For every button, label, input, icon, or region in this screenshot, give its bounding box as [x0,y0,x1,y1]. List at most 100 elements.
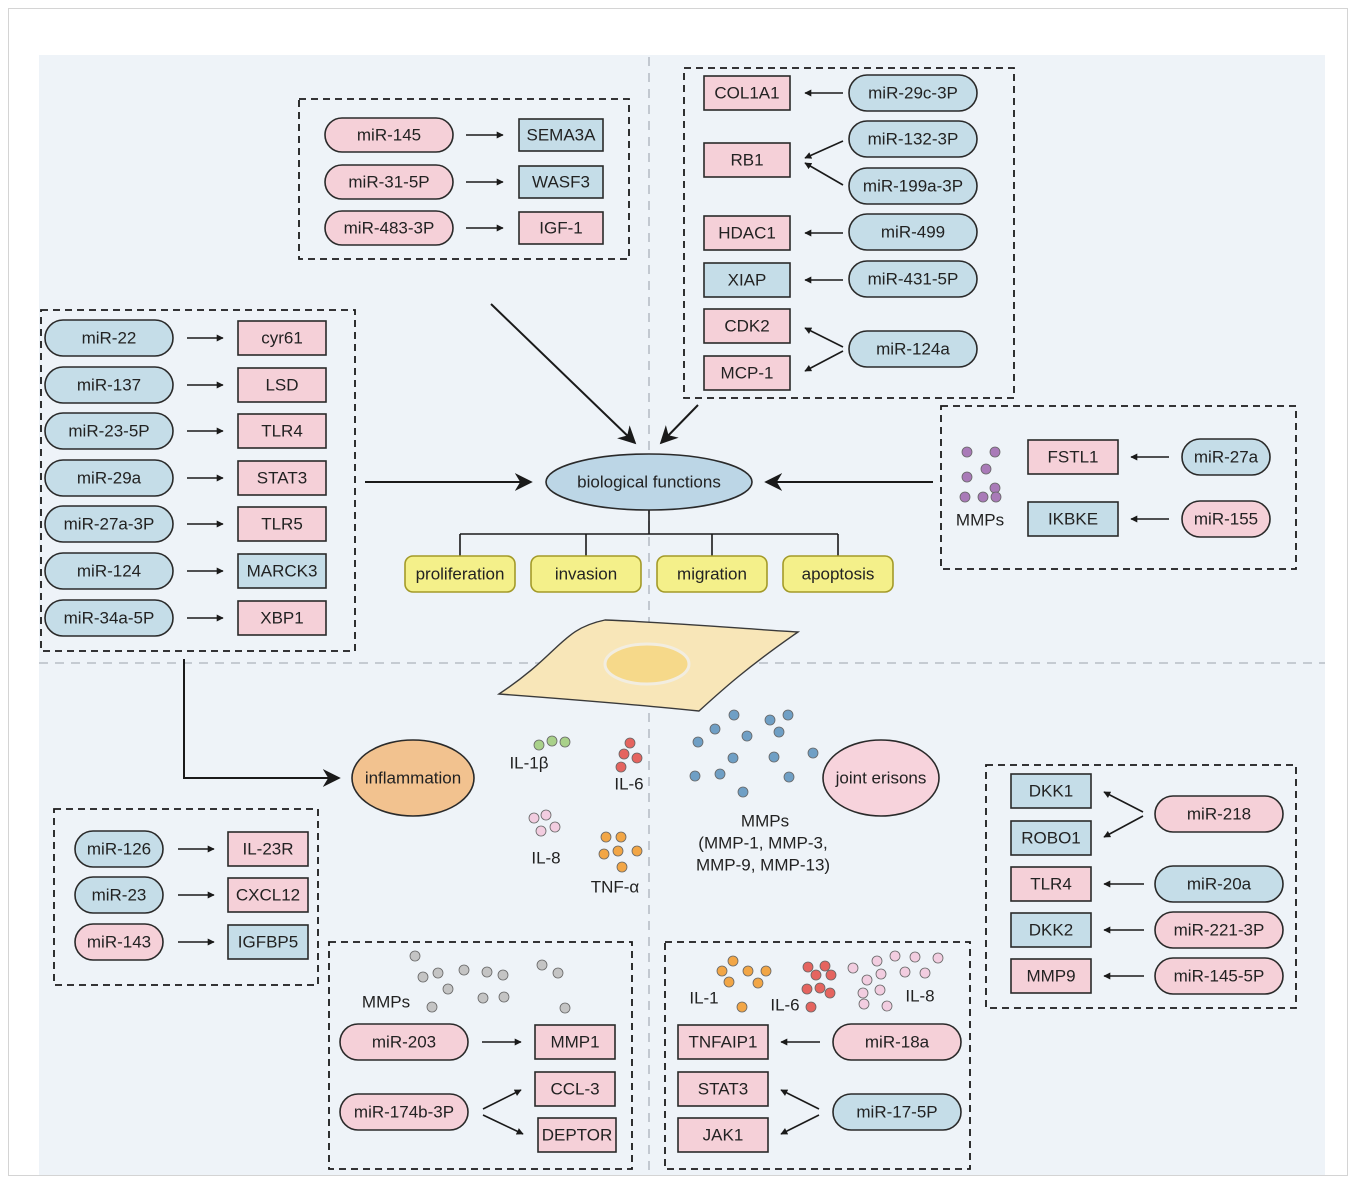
mmp-purple-dot [961,471,973,483]
mmps-detail-1: (MMP-1, MMP-3, [698,834,827,853]
mir-pill [44,505,174,543]
arrow [804,327,844,348]
arrow [804,350,844,372]
mir-pill-label: miR-22 [82,329,137,348]
target-box [237,367,327,403]
target-box-label: CCL-3 [550,1080,599,1099]
target-box-label: FSTL1 [1047,448,1098,467]
box-mmp-right [940,405,1297,570]
il8-dot [535,825,547,837]
il1-dot [736,1001,748,1013]
il8-dot [857,987,869,999]
mmp-grey-dot [477,992,489,1004]
il1-dot [723,976,735,988]
target-box-label: MARCK3 [247,562,318,581]
mmp-purple-dot [989,446,1001,458]
target-box-label: MMP9 [1026,967,1075,986]
target-box-label: XBP1 [260,609,303,628]
target-box-label: DKK2 [1029,921,1073,940]
mir-pill [848,74,978,112]
mir-pill-label: miR-145 [357,126,421,145]
il6-dot [824,987,836,999]
target-box-label: WASF3 [532,173,590,192]
target-box [518,211,604,245]
il6-dot [615,761,627,773]
mir-pill-label: miR-218 [1187,805,1251,824]
target-box [703,308,791,344]
target-box [677,1071,769,1107]
target-box [677,1117,769,1153]
target-box-label: ROBO1 [1021,829,1081,848]
mir-pill-label: miR-124a [876,340,950,359]
target-box-label: STAT3 [257,469,307,488]
il8-dot [528,812,540,824]
target-box-label: XIAP [728,271,767,290]
il1b-dot [546,735,558,747]
target-box-label: IGF-1 [539,219,582,238]
mir-pill-label: miR-23 [92,886,147,905]
arrow [1103,815,1144,838]
il8-dot [861,974,873,986]
mir-pill [44,319,174,357]
mir-pill [74,830,164,868]
tnf-dot [600,831,612,843]
mir-pill [848,120,978,158]
mir-pill [832,1093,962,1131]
target-box [237,413,327,449]
tnf-label: TNF-α [591,878,640,897]
mmp-purple-dot [961,446,973,458]
il1-label: IL-1 [689,989,718,1008]
mir-pill-label: miR-23-5P [68,422,149,441]
mmps-detail-2: MMP-9, MMP-13) [696,856,830,875]
mir-pill-label: miR-29c-3P [868,84,958,103]
tnf-dot [615,831,627,843]
mmp-blue-dot [782,709,794,721]
mir-pill [1154,865,1284,903]
mir-pill-label: miR-199a-3P [863,177,963,196]
target-box-label: TLR5 [261,515,303,534]
box-top-center [298,98,630,260]
target-box [537,1117,617,1153]
mir-pill [1181,500,1271,538]
mmp-blue-dot [783,771,795,783]
mmp-purple-dot [989,482,1001,494]
arrow [482,1114,524,1135]
function-box [404,555,516,593]
target-box [703,262,791,298]
function-box [782,555,894,593]
mir-pill-label: miR-31-5P [348,173,429,192]
target-box [227,831,309,867]
target-box [237,553,327,589]
target-box-label: LSD [265,376,298,395]
mir-pill-label: miR-431-5P [868,270,959,289]
tnf-dot [616,861,628,873]
mir-pill-label: miR-18a [865,1033,930,1052]
mir-pill [1154,957,1284,995]
function-box [530,555,642,593]
target-box-label: TLR4 [261,422,303,441]
target-box-label: TNFAIP1 [689,1033,758,1052]
mir-pill [1181,438,1271,476]
box-top-right [683,67,1015,399]
il8-dot [871,955,883,967]
target-box-label: STAT3 [698,1080,748,1099]
mir-pill-label: miR-203 [372,1033,436,1052]
mir-pill [848,167,978,205]
function-label: migration [677,565,747,584]
arrow [804,140,844,159]
mmps-title: MMPs [741,812,789,831]
box-bottom-left [53,808,319,986]
il6-dot [805,1001,817,1013]
biological-functions-label: biological functions [577,473,721,492]
target-box [1010,866,1092,902]
mir-pill-label: miR-155 [1194,510,1258,529]
mir-pill [1154,795,1284,833]
target-box-label: SEMA3A [527,126,597,145]
target-box [703,215,791,251]
mmp-purple-dot [990,491,1002,503]
mmp-grey-dot [497,969,509,981]
mir-pill [1154,911,1284,949]
mmp-grey-dot [498,991,510,1003]
mmp-grey-dot [559,1002,571,1014]
